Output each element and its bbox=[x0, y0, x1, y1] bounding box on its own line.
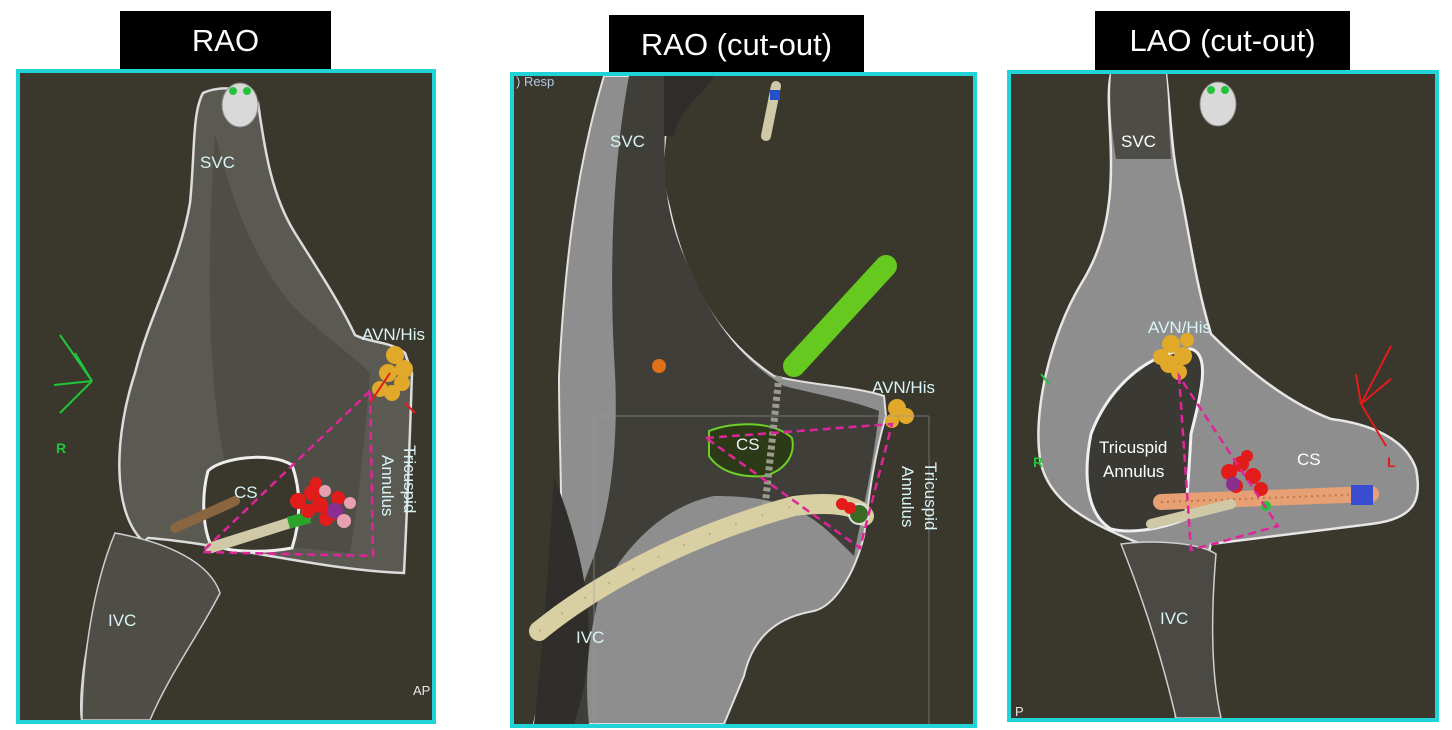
triangle-of-koch-outline bbox=[1177, 371, 1280, 552]
label-svc: SVC bbox=[1121, 132, 1156, 151]
view-corner-label: ) Resp bbox=[516, 74, 555, 89]
ivc-tube bbox=[1119, 541, 1222, 718]
axis-label-l: L bbox=[1387, 454, 1396, 470]
label-avn-his: AVN/His bbox=[362, 325, 425, 344]
label-svc: SVC bbox=[200, 153, 235, 172]
label-avn-his: AVN/His bbox=[1148, 318, 1211, 337]
lao-cutout-map-panel: SVC AVN/His Tricuspid Annulus CS IVC R L… bbox=[1007, 70, 1439, 722]
lao-cutout-anatomy-render bbox=[1037, 74, 1420, 718]
label-annulus: Annulus bbox=[898, 466, 917, 528]
atrium-cutout-interior bbox=[554, 76, 879, 724]
ablation-lesions bbox=[290, 477, 345, 526]
panel-title-rao: RAO bbox=[120, 11, 331, 71]
orange-marker bbox=[652, 359, 666, 373]
head-orientation-icon bbox=[1199, 81, 1237, 127]
rao-cutout-map-panel: ) Resp SVC AVN/His CS IVC Tricuspid Annu… bbox=[510, 72, 977, 728]
his-bundle-markers bbox=[372, 346, 413, 401]
view-corner-label: AP bbox=[413, 683, 431, 698]
triangle-of-koch-outline bbox=[702, 422, 894, 551]
rao-cutout-anatomy-render bbox=[529, 76, 930, 724]
view-corner-label: P bbox=[1015, 704, 1024, 719]
label-ivc: IVC bbox=[1160, 609, 1189, 628]
label-ivc: IVC bbox=[576, 628, 605, 647]
label-annulus: Annulus bbox=[378, 455, 397, 517]
orientation-axis bbox=[53, 334, 93, 414]
label-svc: SVC bbox=[610, 132, 645, 151]
orientation-axis bbox=[1355, 345, 1392, 447]
label-cs: CS bbox=[1297, 450, 1321, 469]
triangle-of-koch-outline bbox=[198, 388, 375, 558]
his-bundle-markers bbox=[1153, 333, 1194, 380]
ivc-tube bbox=[81, 532, 221, 720]
label-avn-his: AVN/His bbox=[872, 378, 935, 397]
label-annulus: Annulus bbox=[1103, 462, 1165, 481]
atrium-cutout-interior bbox=[1085, 347, 1204, 533]
rao-map-panel: SVC AVN/His CS IVC Tricuspid Annulus R A… bbox=[16, 69, 436, 724]
panel-title-lao-cutout: LAO (cut-out) bbox=[1095, 11, 1350, 71]
label-tricuspid: Tricuspid bbox=[921, 462, 940, 531]
label-cs: CS bbox=[736, 435, 760, 454]
label-tricuspid: Tricuspid bbox=[1099, 438, 1168, 457]
label-cs: CS bbox=[234, 483, 258, 502]
head-orientation-icon bbox=[221, 82, 259, 128]
atrium-outer-shell bbox=[1037, 74, 1420, 718]
axis-label-r: R bbox=[56, 440, 67, 456]
green-catheter bbox=[783, 255, 897, 377]
panel-title-rao-cutout: RAO (cut-out) bbox=[609, 15, 864, 75]
rao-anatomy-render bbox=[53, 82, 416, 720]
axis-label-r: R bbox=[1033, 454, 1044, 470]
label-tricuspid: Tricuspid bbox=[400, 445, 419, 514]
label-ivc: IVC bbox=[108, 611, 137, 630]
atrium-inner-shade bbox=[209, 133, 370, 553]
